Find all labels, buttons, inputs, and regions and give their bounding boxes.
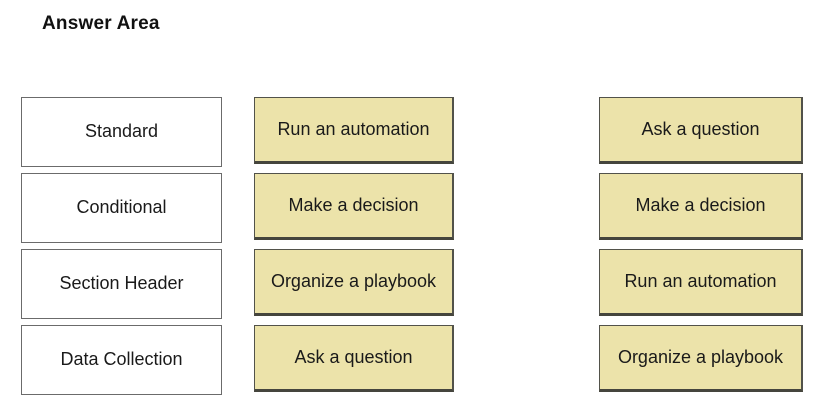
answer-box-4[interactable]: Organize a playbook [599, 325, 803, 392]
answer-label: Organize a playbook [617, 346, 784, 367]
answer-label: Make a decision [635, 194, 766, 215]
answer-box-1[interactable]: Ask a question [599, 97, 803, 164]
category-box-data-collection: Data Collection [21, 325, 222, 395]
answer-box-3[interactable]: Run an automation [599, 249, 803, 316]
option-label: Make a decision [288, 194, 419, 215]
page-title: Answer Area [42, 13, 160, 34]
category-box-standard: Standard [21, 97, 222, 167]
column-categories: Standard Conditional Section Header Data… [21, 97, 222, 395]
answer-box-2[interactable]: Make a decision [599, 173, 803, 240]
category-label: Standard [84, 121, 159, 142]
option-box-organize-a-playbook[interactable]: Organize a playbook [254, 249, 454, 316]
answer-label: Run an automation [624, 270, 777, 291]
option-label: Run an automation [277, 118, 430, 139]
option-box-run-an-automation[interactable]: Run an automation [254, 97, 454, 164]
category-label: Conditional [76, 197, 167, 218]
option-label: Ask a question [294, 346, 413, 367]
column-answers: Ask a question Make a decision Run an au… [599, 97, 803, 392]
category-box-section-header: Section Header [21, 249, 222, 319]
category-label: Data Collection [60, 349, 183, 370]
option-box-make-a-decision[interactable]: Make a decision [254, 173, 454, 240]
answer-label: Ask a question [641, 118, 760, 139]
option-box-ask-a-question[interactable]: Ask a question [254, 325, 454, 392]
category-box-conditional: Conditional [21, 173, 222, 243]
column-options: Run an automation Make a decision Organi… [254, 97, 454, 392]
category-label: Section Header [59, 273, 184, 294]
option-label: Organize a playbook [270, 270, 437, 291]
